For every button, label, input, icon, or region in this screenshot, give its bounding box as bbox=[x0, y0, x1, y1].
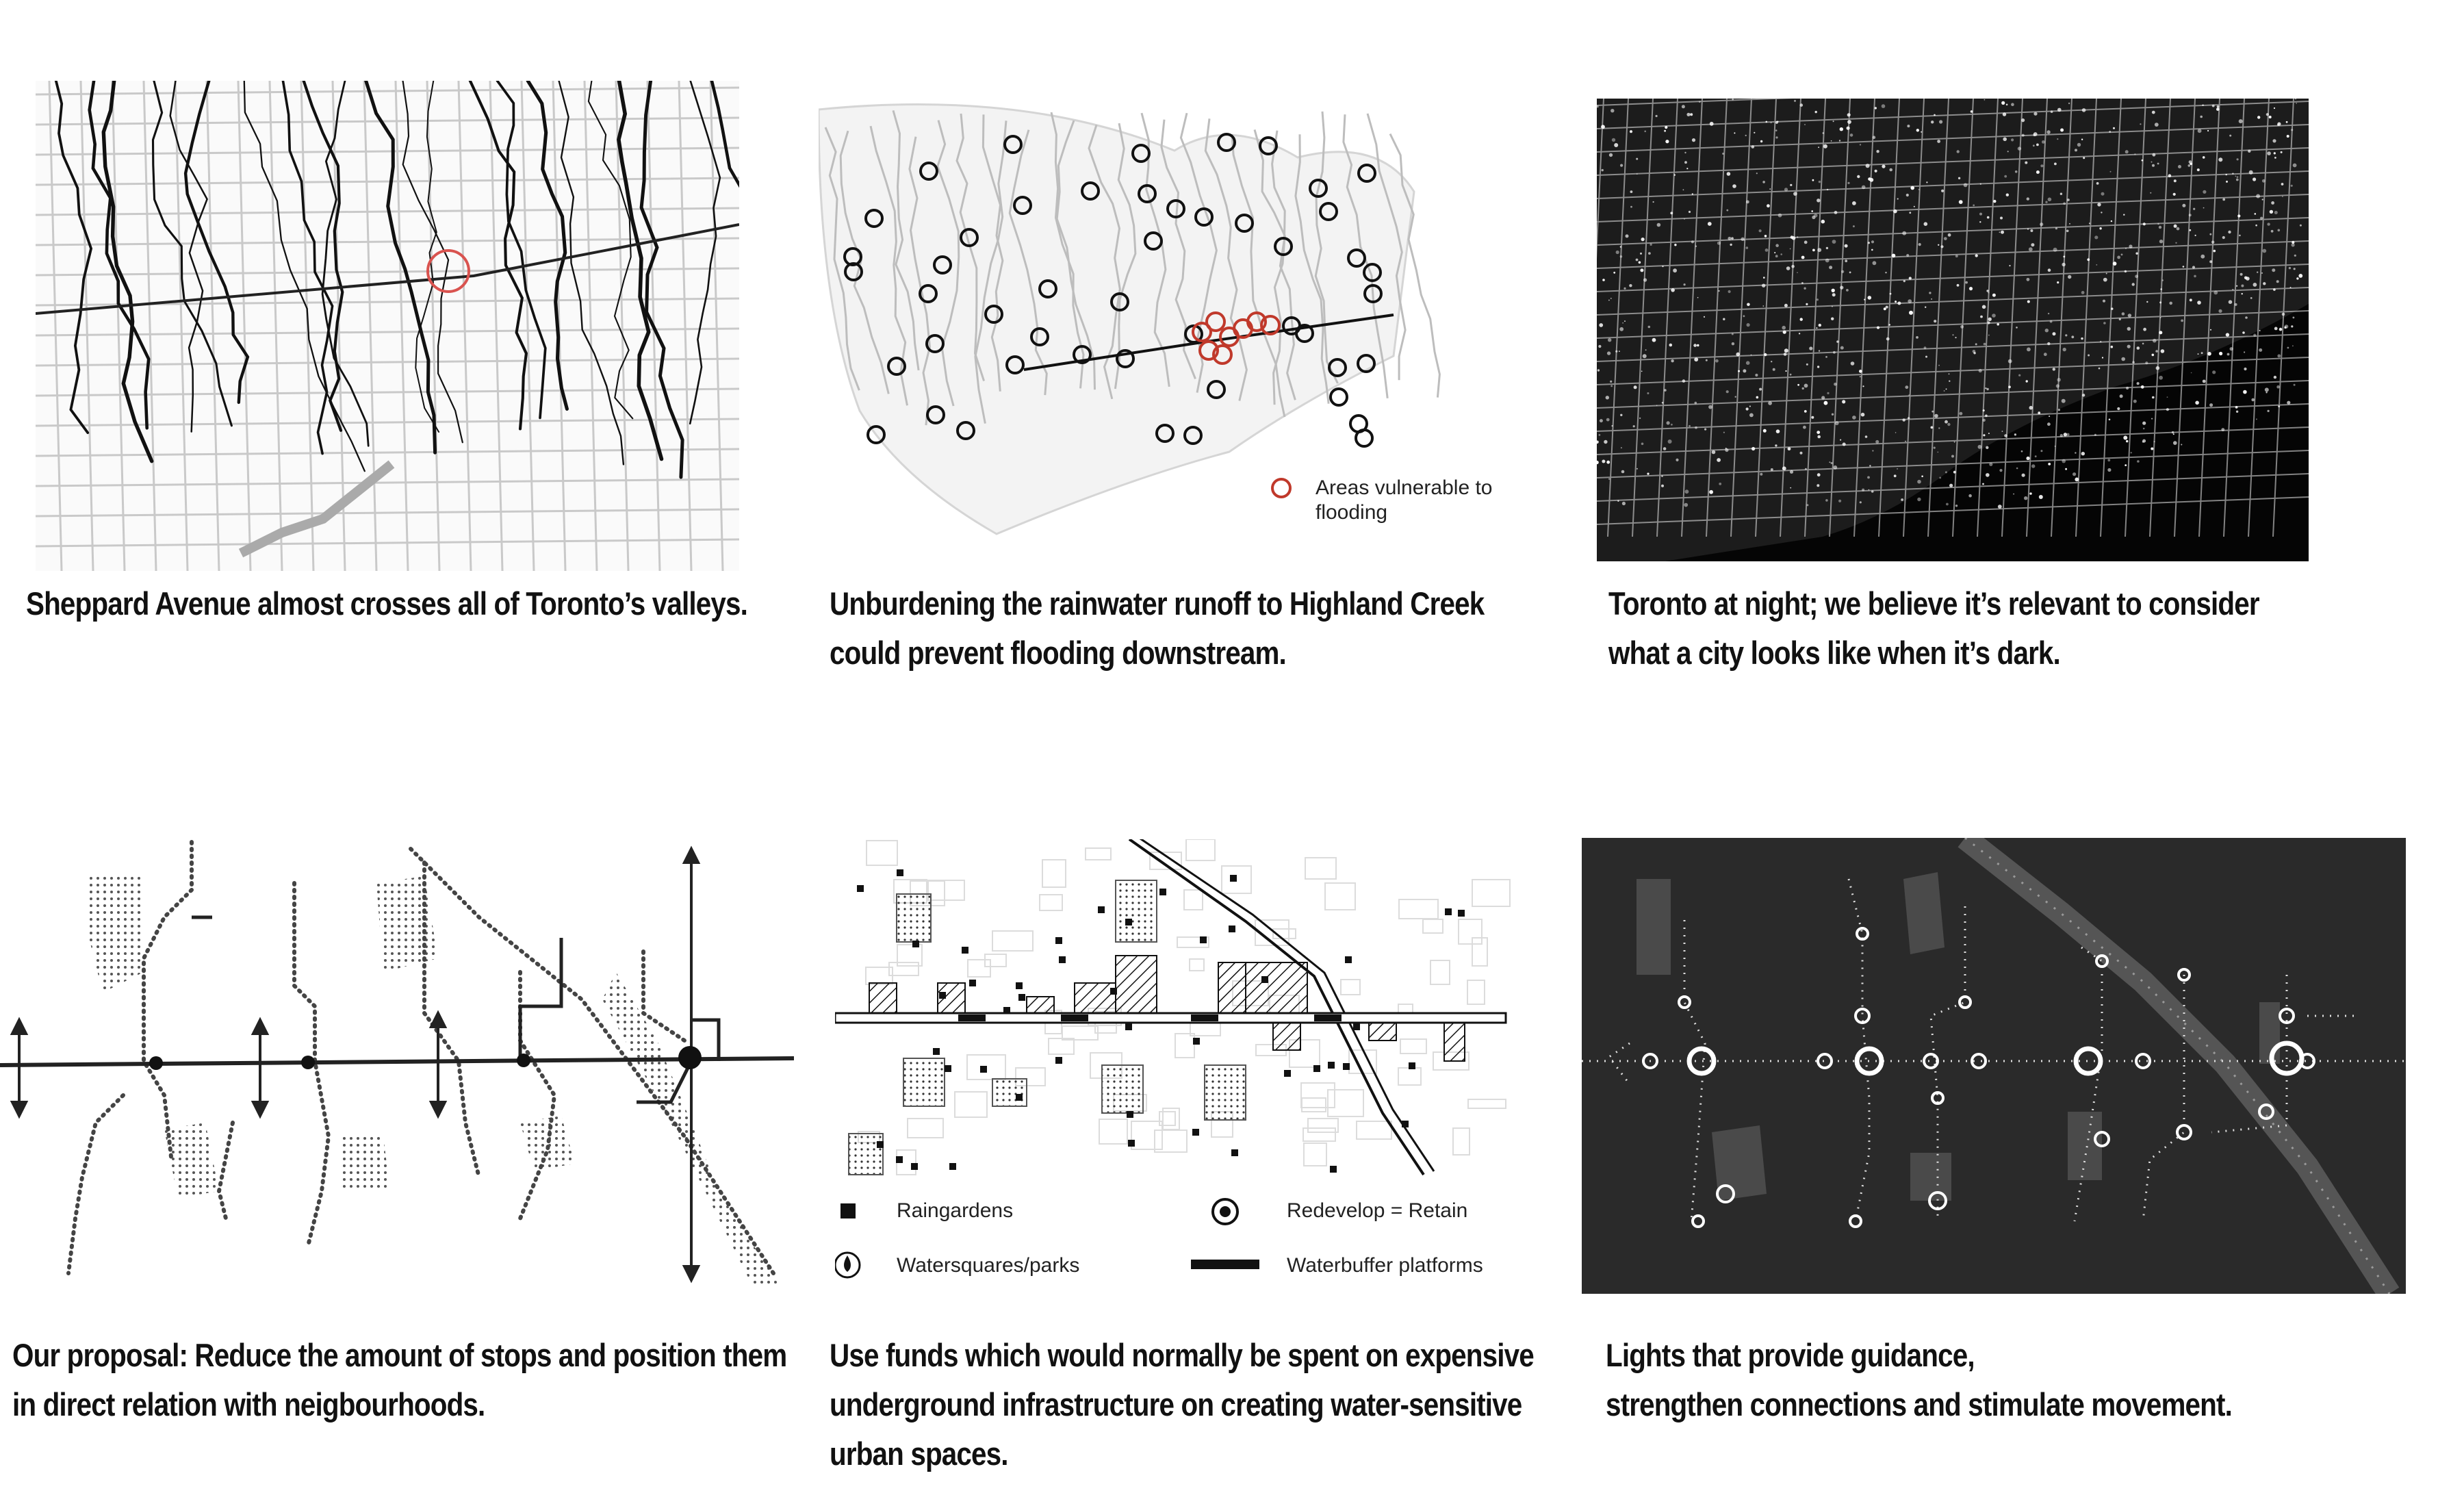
flooding-map: Areas vulnerable to flooding bbox=[819, 103, 1493, 535]
stop-marker bbox=[517, 1054, 530, 1067]
stops-diagram bbox=[0, 840, 794, 1287]
flood-legend-marker bbox=[1271, 478, 1292, 498]
caption-lights: Lights that provide guidance, strengthen… bbox=[1606, 1337, 2233, 1422]
valleys-map bbox=[36, 81, 739, 571]
water-plan: Raingardens Redevelop = Retain Watersqua… bbox=[835, 839, 1511, 1279]
legend-waterbuffer-symbol bbox=[1191, 1260, 1259, 1269]
caption-valleys: Sheppard Avenue almost crosses all of To… bbox=[26, 585, 748, 622]
legend-redevelop-label: Redevelop = Retain bbox=[1287, 1199, 1467, 1222]
stop-marker bbox=[301, 1056, 315, 1069]
lights-diagram bbox=[1582, 838, 2406, 1294]
valley-marker-circle bbox=[426, 249, 470, 293]
caption-stops: Our proposal: Reduce the amount of stops… bbox=[12, 1337, 787, 1422]
legend-watersquares-label: Watersquares/parks bbox=[897, 1254, 1079, 1277]
flood-legend-label-2: flooding bbox=[1316, 501, 1387, 524]
legend-raingardens-symbol bbox=[840, 1203, 856, 1218]
stop-marker-major bbox=[678, 1046, 702, 1069]
legend-waterbuffer-label: Waterbuffer platforms bbox=[1287, 1254, 1483, 1277]
legend-raingardens-label: Raingardens bbox=[897, 1199, 1013, 1222]
legend-watersquares-symbol bbox=[835, 1251, 861, 1279]
night-map bbox=[1597, 99, 2309, 561]
caption-flooding: Unburdening the rainwater runoff to High… bbox=[830, 585, 1485, 671]
flood-legend-label: Areas vulnerable to bbox=[1316, 476, 1493, 499]
stop-marker bbox=[149, 1056, 163, 1070]
legend-redevelop-symbol bbox=[1211, 1198, 1239, 1225]
caption-water: Use funds which would normally be spent … bbox=[830, 1337, 1535, 1472]
caption-night: Toronto at night; we believe it’s releva… bbox=[1608, 585, 2260, 671]
